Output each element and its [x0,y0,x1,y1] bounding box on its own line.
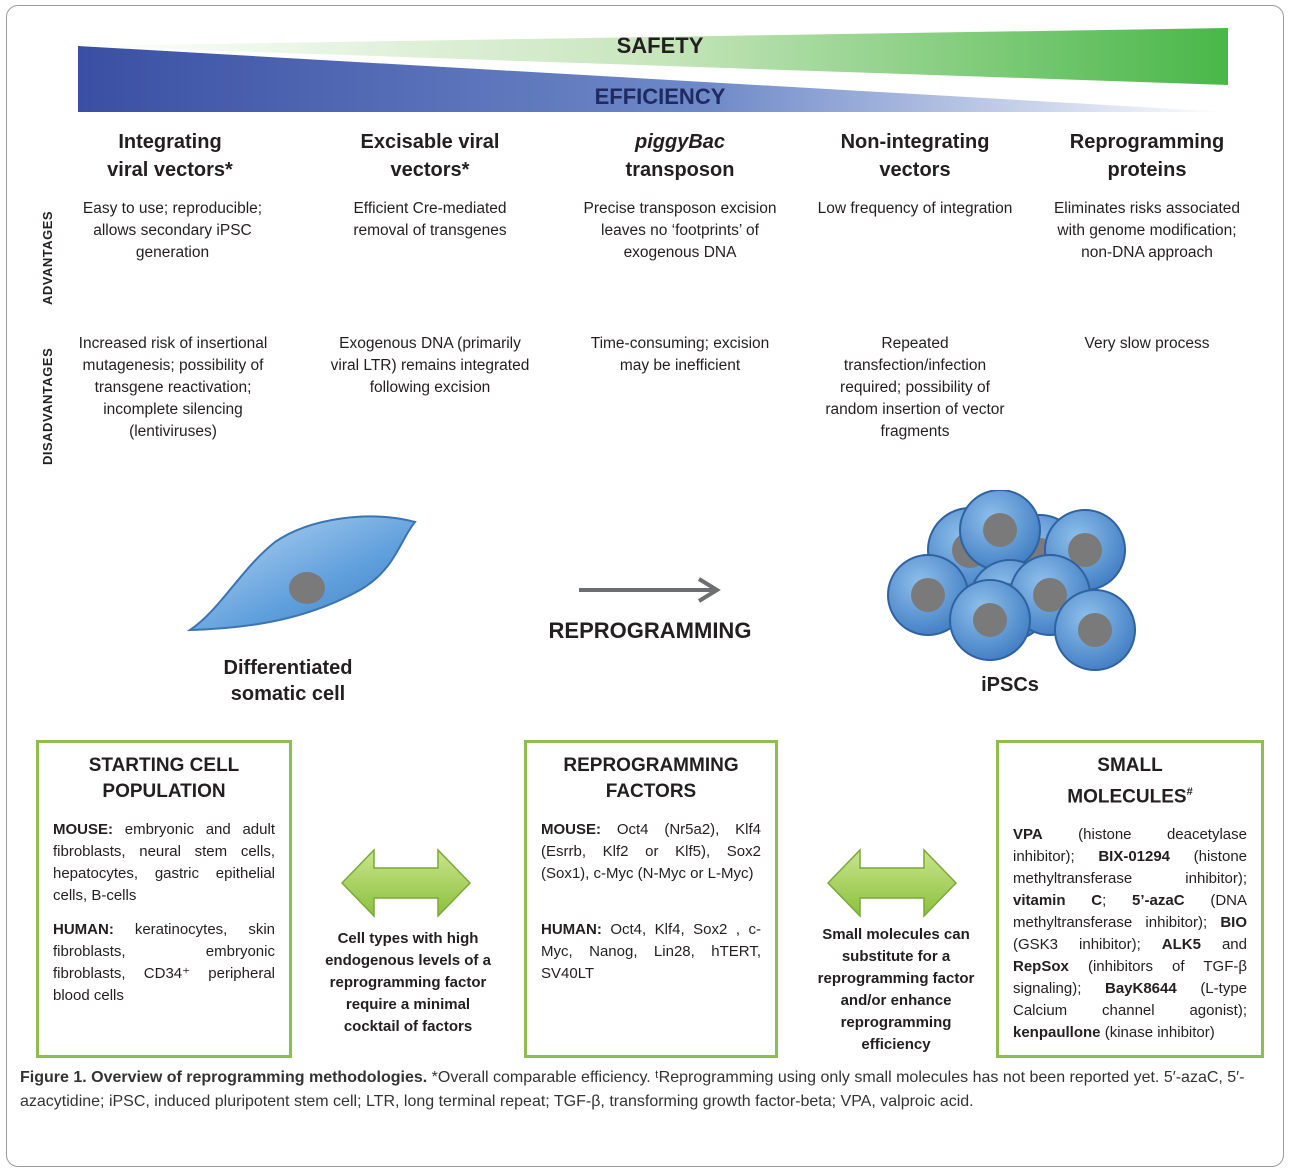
advantages-excisable: Efficient Cre-mediated removal of transg… [353,200,507,239]
right-arrow-caption: Small molecules can substitute for a rep… [817,926,975,1053]
advantages-non-integrating: Low frequency of integration [817,200,1013,217]
advantages-row-label: ADVANTAGES [40,210,55,305]
left-arrow-caption: Cell types with high endogenous levels o… [325,930,491,1035]
efficiency-label: EFFICIENCY [594,84,726,109]
factors-mouse-text: MOUSE: Oct4 (Nr5a2), Klf4 (Esrrb, Klf2 o… [541,821,762,882]
reprogramming-label: REPROGRAMMING [548,618,752,643]
disadvantages-excisable: Exogenous DNA (primarily viral LTR) rema… [330,335,530,396]
advantages-proteins: Eliminates risks associated with genome … [1053,200,1241,261]
small-molecules-text: VPA (histone deacetylase inhibitor); BIX… [1013,826,1248,1042]
factors-human-text: HUMAN: Oct4, Klf4, Sox2 , c-Myc, Nanog, … [541,921,761,982]
left-double-arrow [340,848,472,918]
starting-mouse-text: MOUSE: embryonic and adult fibroblasts, … [53,821,275,904]
ipsc-cells [887,490,1136,671]
figure-frame [6,5,1284,1167]
starting-human-text: HUMAN: keratinocytes, skin fibroblasts, … [53,921,276,1004]
ipsc-label: iPSCs [981,674,1039,696]
safety-wedge [78,28,1228,85]
figure-caption: Figure 1. Overview of reprogramming meth… [20,1069,1245,1110]
safety-efficiency-banner [78,28,1228,112]
ipsc-cluster-illustration [887,490,1136,671]
reprogramming-arrow [579,577,721,603]
efficiency-wedge [78,46,1228,112]
advantages-piggybac: Precise transposon excision leaves no ‘f… [583,200,777,261]
disadvantages-piggybac: Time-consuming; excision may be ineffici… [590,335,770,374]
disadvantages-proteins: Very slow process [1084,335,1210,352]
disadvantages-row-label: DISADVANTAGES [40,347,55,465]
right-double-arrow [826,848,958,918]
disadvantages-integrating: Increased risk of insertional mutagenesi… [78,335,268,440]
somatic-cell-illustration [186,515,417,632]
disadvantages-non-integrating: Repeated transfection/infection required… [825,335,1005,440]
advantages-integrating: Easy to use; reproducible; allows second… [82,200,263,261]
somatic-cell-nucleus [289,572,325,604]
safety-label: SAFETY [616,33,704,58]
